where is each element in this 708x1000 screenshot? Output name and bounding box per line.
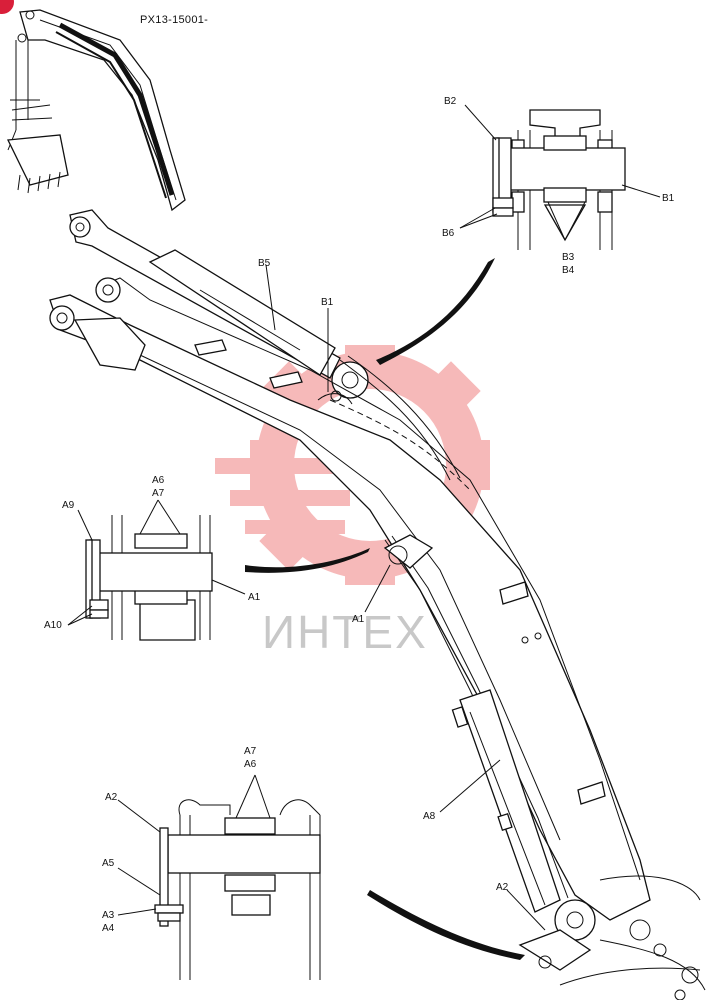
detail-b [459,104,661,250]
detail-a-upper [67,499,246,641]
label-a3: A3 [102,910,115,921]
label-a1-detail: A1 [248,592,261,603]
label-b6: B6 [442,228,455,239]
label-a10: A10 [44,620,62,631]
label-a1-main: A1 [352,614,365,625]
watermark-text: ИНТЕХ [262,606,428,658]
label-b2: B2 [444,96,457,107]
label-b1-detail: B1 [662,193,675,204]
label-a8: A8 [423,811,436,822]
label-a6-bottom: A6 [244,759,257,770]
label-a2-main: A2 [496,882,509,893]
document-id: PX13-15001- [140,14,208,26]
label-a7-top: A7 [152,488,165,499]
label-a2-detail: A2 [105,792,118,803]
detail-a-lower [117,774,321,980]
pointer-wedge [245,258,525,960]
label-b4: B4 [562,265,575,276]
label-a6-top: A6 [152,475,165,486]
label-b1-main: B1 [321,297,334,308]
boom-assembly [49,209,706,1000]
label-b3: B3 [562,252,575,263]
label-a9: A9 [62,500,75,511]
leader-lines [265,264,546,931]
label-a7-bottom: A7 [244,746,257,757]
label-a5: A5 [102,858,115,869]
label-b5: B5 [258,258,271,269]
corner-marker-icon [0,0,14,14]
excavator-thumbnail-icon [7,9,186,212]
label-a4: A4 [102,923,115,934]
watermark-gear-icon [215,345,490,585]
